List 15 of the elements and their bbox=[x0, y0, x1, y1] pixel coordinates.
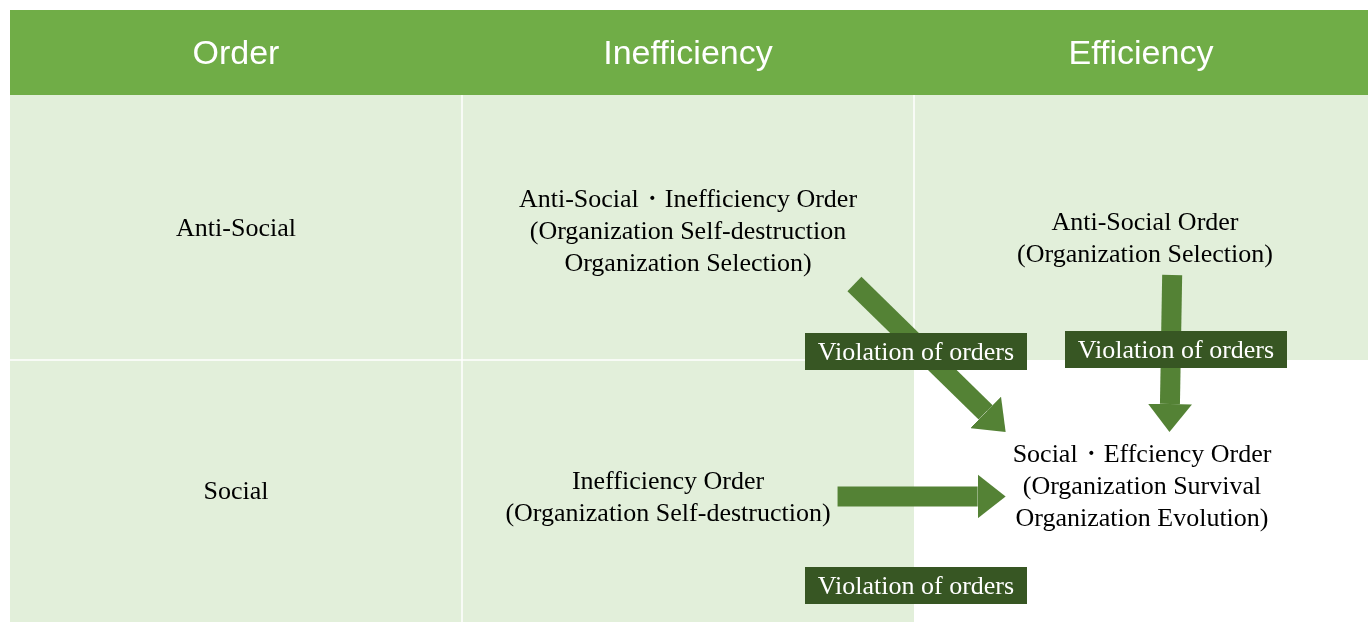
column-header: Order bbox=[192, 33, 280, 72]
block-arrow bbox=[1147, 274, 1192, 432]
block-arrow bbox=[837, 474, 1006, 519]
column-header: Inefficiency bbox=[603, 33, 773, 72]
edge-label: Violation of orders bbox=[805, 333, 1027, 370]
quadrant-text: Anti-Social Order (Organization Selection) bbox=[930, 170, 1360, 306]
quadrant-text: Social・Effciency Order (Organization Survival Organization Evolution) bbox=[962, 405, 1322, 567]
quadrant-text: Anti-Social・Inefficiency Order (Organization Self-destruction Organization Selection) bbox=[470, 150, 906, 312]
edge-label: Violation of orders bbox=[1065, 331, 1287, 368]
row-header: Social bbox=[203, 476, 269, 506]
row-header: Anti-Social bbox=[176, 212, 296, 243]
quadrant-text: Inefficiency Order (Organization Self-destruction) bbox=[470, 430, 866, 564]
block-arrow bbox=[847, 276, 1006, 432]
edge-label: Violation of orders bbox=[805, 567, 1027, 604]
column-header: Efficiency bbox=[1068, 33, 1214, 72]
